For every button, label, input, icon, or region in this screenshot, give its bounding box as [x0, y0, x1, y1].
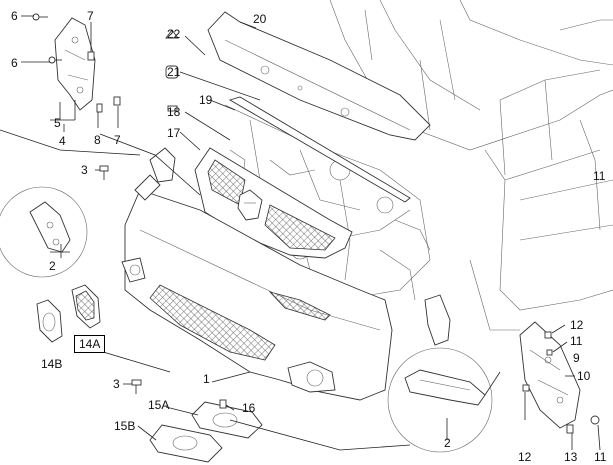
callout-2-right[interactable]: 2 [444, 436, 451, 450]
callout-17[interactable]: 17 [167, 126, 181, 140]
clip-7a [87, 51, 95, 61]
callout-4[interactable]: 4 [59, 134, 66, 148]
bolt-6a [32, 13, 40, 21]
callout-14b[interactable]: 14B [41, 357, 63, 371]
callout-16[interactable]: 16 [242, 401, 256, 415]
callout-5[interactable]: 5 [54, 116, 61, 130]
callout-22[interactable]: 22 [167, 27, 181, 41]
detail-bracket-right [404, 369, 486, 406]
callout-15a[interactable]: 15A [148, 398, 170, 412]
fog-bezel-15b [149, 424, 223, 463]
callout-14a[interactable]: 14A [74, 335, 106, 353]
callout-7-bottom[interactable]: 7 [114, 133, 121, 147]
side-bracket [134, 174, 161, 201]
callout-11-side[interactable]: 11 [593, 169, 606, 183]
vehicle-body [329, 0, 613, 331]
callout-18[interactable]: 18 [167, 105, 181, 119]
bolt-3-bottom [131, 379, 142, 394]
clip-12a [544, 331, 552, 339]
bolt-21 [165, 65, 179, 79]
bolt-11b [590, 415, 600, 425]
callout-2-left[interactable]: 2 [49, 259, 56, 273]
clip-11a [546, 349, 553, 356]
detail-circle-right [387, 347, 493, 453]
clip-7b [113, 96, 121, 106]
callout-21[interactable]: 21 [167, 65, 181, 79]
callout-9[interactable]: 9 [573, 351, 580, 365]
callout-7-top[interactable]: 7 [87, 9, 94, 23]
clip-22 [165, 29, 179, 39]
callout-19[interactable]: 19 [199, 93, 213, 107]
callout-3-top[interactable]: 3 [81, 163, 88, 177]
bracket-18 [149, 147, 176, 183]
fog-bezel-15a [191, 401, 263, 439]
callout-11-bottom[interactable]: 11 [594, 450, 607, 464]
clip-13 [566, 424, 574, 434]
callout-8[interactable]: 8 [94, 133, 101, 147]
callout-6-mid[interactable]: 6 [11, 56, 18, 70]
cowl-panel-20 [207, 11, 431, 141]
fog-bezel-14a [71, 284, 101, 329]
callout-12-top[interactable]: 12 [570, 318, 584, 332]
fog-bezel-14b [36, 299, 63, 343]
clip-16 [219, 399, 227, 409]
detail-bracket-left [29, 201, 71, 253]
callout-3-bottom[interactable]: 3 [113, 377, 120, 391]
bumper-bracket-10 [519, 321, 581, 429]
clip-12b [522, 384, 530, 392]
callout-1[interactable]: 1 [203, 372, 210, 386]
seal-strip-19 [228, 96, 411, 203]
bolt-3-top [99, 165, 109, 180]
callout-20[interactable]: 20 [253, 12, 267, 26]
detail-circle-left [0, 186, 88, 278]
callout-15b[interactable]: 15B [114, 419, 136, 433]
callout-13[interactable]: 13 [564, 450, 578, 464]
callout-6-top[interactable]: 6 [11, 9, 18, 23]
clip-8 [96, 103, 103, 113]
screw-18 [167, 105, 178, 112]
callout-11-top[interactable]: 11 [570, 334, 583, 348]
bumper-bracket-right-small [424, 294, 451, 346]
headlamp-bracket-5 [54, 17, 96, 111]
front-bumper-1 [121, 189, 393, 401]
callout-12-bottom[interactable]: 12 [518, 450, 532, 464]
callout-10[interactable]: 10 [577, 369, 591, 383]
